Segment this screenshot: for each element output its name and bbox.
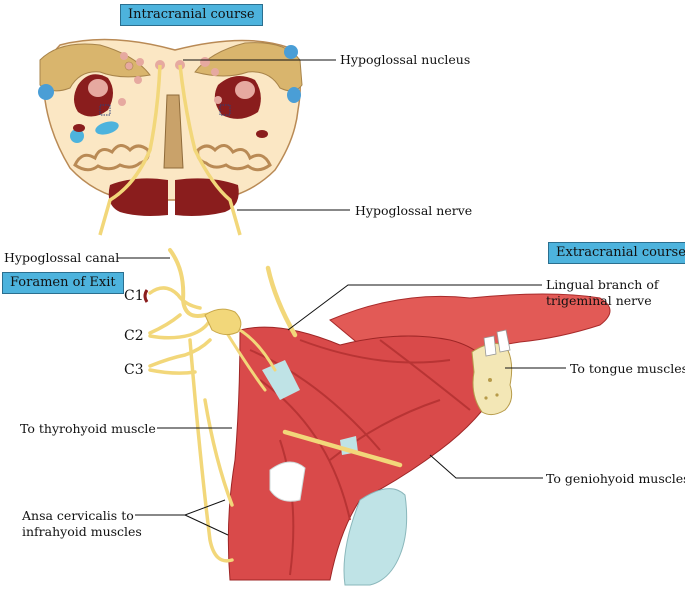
- bone-spot: [495, 393, 499, 397]
- hypoglossal-nucleus-label: Hypoglossal nucleus: [340, 52, 471, 67]
- hypoglossal-nerve-label: Hypoglossal nerve: [355, 203, 473, 218]
- intracranial-course-label: Intracranial course: [120, 4, 263, 26]
- left-small-dark: [73, 124, 85, 132]
- larynx-cartilage: [343, 488, 408, 586]
- lingual-branch-label-1: Lingual branch of: [546, 277, 659, 292]
- right-blue-patch: [287, 87, 301, 103]
- leader-ansa: [135, 499, 226, 516]
- leader-lines: [117, 59, 566, 536]
- incisor-tooth: [496, 329, 511, 353]
- c1-label: C1: [124, 288, 144, 304]
- left-blue-dot: [70, 129, 84, 143]
- incisor-tooth: [483, 335, 497, 357]
- muscle-fibre: [279, 439, 295, 576]
- muscle-fibre: [379, 339, 471, 411]
- right-pyramid: [175, 178, 239, 216]
- c1-dark-nub: [143, 289, 149, 303]
- right-dark-nucleus: [214, 76, 261, 119]
- ansa-cervicalis: [188, 338, 234, 563]
- midline-raphe: [163, 94, 184, 169]
- right-reticular-hatch: [219, 104, 231, 116]
- nucleus-dot: [136, 58, 144, 66]
- bone-spot: [488, 378, 492, 382]
- bone-spot: [484, 396, 488, 400]
- nucleus-dot: [214, 96, 222, 104]
- right-small-dark: [256, 130, 268, 138]
- leader-ansa-2: [184, 514, 229, 536]
- nucleus-dot: [200, 57, 210, 67]
- left-intramedullary-root: [98, 64, 162, 236]
- left-pyramid: [108, 178, 168, 216]
- muscle-fibre: [299, 339, 451, 364]
- ansa-cervicalis-label-2: infrahyoid muscles: [22, 524, 142, 539]
- left-pink-nucleus: [88, 79, 108, 97]
- ansa-cervicalis-label-1: Ansa cervicalis to: [22, 508, 134, 523]
- brainstem-cross-section: [38, 38, 303, 236]
- nerve-ganglion: [204, 308, 242, 336]
- thyrohyoid-branch: [223, 328, 267, 392]
- c1-root: [148, 286, 202, 310]
- nucleus-dot: [118, 98, 126, 106]
- leader-lingual-branch: [287, 284, 542, 331]
- right-intramedullary-root: [178, 64, 242, 236]
- right-top-blue-patch: [284, 45, 298, 59]
- cartilage-patch: [269, 461, 306, 502]
- muscle-fibre: [329, 399, 441, 461]
- leader-to-geniohyoid: [429, 454, 543, 479]
- left-blue-lens: [95, 121, 119, 135]
- to-thyrohyoid-muscle-label: To thyrohyoid muscle: [20, 421, 156, 436]
- c2-label: C2: [124, 328, 144, 344]
- neck-muscle-illustration: [227, 293, 611, 586]
- to-tongue-muscles-label: To tongue muscles: [570, 361, 685, 376]
- right-olive: [196, 144, 272, 172]
- foramen-of-exit-label: Foramen of Exit: [2, 272, 124, 294]
- extracranial-course-label: Extracranial course: [548, 242, 685, 264]
- nucleus-dot: [124, 61, 134, 71]
- to-geniohyoid-muscles-label: To geniohyoid muscles: [546, 471, 685, 486]
- lingual-nerve: [265, 265, 298, 338]
- c2-root: [148, 313, 212, 340]
- left-blue-patch: [38, 84, 54, 100]
- c3-root: [148, 338, 212, 375]
- right-tan-region: [194, 42, 303, 92]
- right-pink-nucleus: [235, 81, 255, 99]
- left-reticular-hatch: [99, 104, 111, 116]
- cartilage-patch: [262, 360, 300, 400]
- left-olive: [73, 144, 150, 172]
- hypoglossal-canal-label: Hypoglossal canal: [4, 250, 120, 265]
- nucleus-dot: [120, 52, 128, 60]
- hypoglossal-to-tongue: [282, 429, 403, 468]
- lingual-branch-label-2: trigeminal nerve: [546, 293, 652, 308]
- extracranial-nerves: [148, 248, 403, 563]
- c3-label: C3: [124, 362, 144, 378]
- nucleus-dot: [211, 68, 219, 76]
- nucleus-dot: [134, 76, 142, 84]
